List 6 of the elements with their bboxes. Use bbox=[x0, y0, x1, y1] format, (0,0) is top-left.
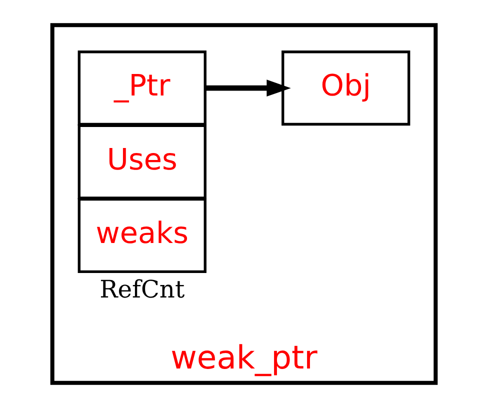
node-box: Obj bbox=[282, 50, 410, 126]
label: RefCnt bbox=[100, 275, 185, 304]
arrow bbox=[205, 79, 291, 96]
node-box: weaks bbox=[78, 197, 206, 273]
node-box: _Ptr bbox=[78, 50, 206, 126]
node-box: Uses bbox=[78, 124, 206, 199]
